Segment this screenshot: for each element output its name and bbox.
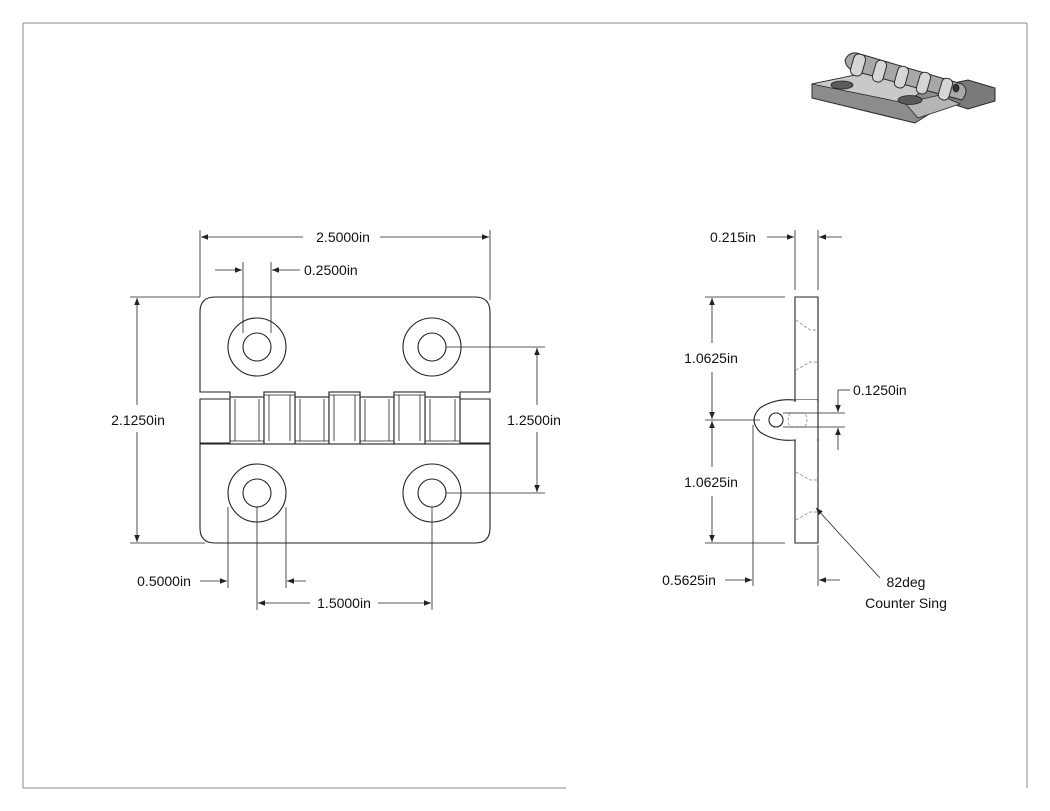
dim-knuckle-offset: 0.5625in	[662, 572, 716, 588]
dim-half-height-top: 1.0625in	[684, 350, 738, 366]
dim-hole-diameter: 0.2500in	[304, 262, 358, 278]
dim-thickness: 0.215in	[710, 229, 756, 245]
mounting-hole	[227, 317, 287, 377]
front-dimensions: 2.5000in 0.2500in 2.1250in 1.2500in 0.50…	[111, 229, 561, 611]
front-view	[199, 296, 491, 544]
dim-half-height-bottom: 1.0625in	[684, 474, 738, 490]
note-countersink-label: Counter Sing	[865, 595, 947, 611]
side-view	[753, 296, 819, 544]
isometric-view	[811, 52, 996, 124]
dim-overall-height: 2.1250in	[111, 412, 165, 428]
mounting-hole	[402, 317, 462, 377]
pin-hole	[768, 412, 784, 428]
dim-hole-spacing-horizontal: 1.5000in	[317, 595, 371, 611]
dim-hole-spacing-vertical: 1.2500in	[507, 412, 561, 428]
dim-pin-diameter: 0.1250in	[853, 382, 907, 398]
dim-overall-width: 2.5000in	[316, 229, 370, 245]
side-dimensions: 0.215in 1.0625in 1.0625in 0.1250in 0.562…	[662, 229, 947, 611]
mounting-hole	[227, 463, 287, 523]
dim-hole-edge-offset: 0.5000in	[137, 573, 191, 589]
note-countersink-angle: 82deg	[887, 574, 926, 590]
sheet-border	[22, 22, 1028, 789]
